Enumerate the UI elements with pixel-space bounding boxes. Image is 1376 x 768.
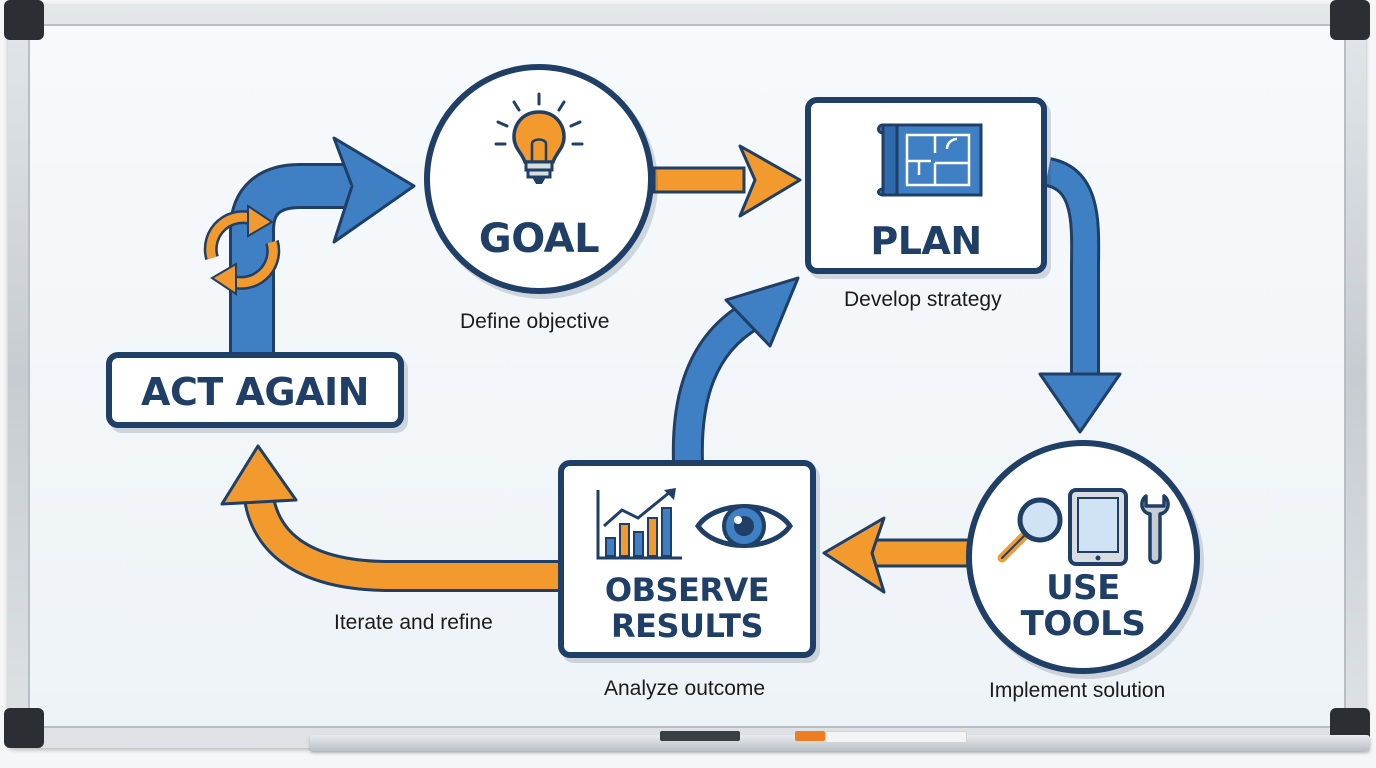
arrow-tools-to-observe — [822, 516, 972, 594]
bar-chart-icon — [596, 488, 682, 560]
wrench-icon — [1140, 494, 1170, 565]
act-again-title: ACT AGAIN — [141, 370, 369, 414]
node-plan: PLAN — [805, 97, 1047, 274]
cycle-arrows-icon — [203, 204, 281, 296]
node-use-tools: USE TOOLS — [966, 440, 1200, 674]
use-tools-title-line2: TOOLS — [1020, 604, 1146, 644]
observe-caption: Analyze outcome — [604, 677, 766, 700]
goal-title: GOAL — [478, 216, 600, 262]
blueprint-icon — [877, 123, 983, 197]
marker-dark — [660, 731, 740, 741]
observe-title-line1: OBSERVE — [604, 571, 770, 609]
node-goal: GOAL — [424, 64, 654, 294]
use-tools-caption: Implement solution — [989, 679, 1166, 702]
observe-title-line2: RESULTS — [611, 607, 764, 645]
lightbulb-icon — [494, 92, 584, 184]
node-observe-results: OBSERVE RESULTS — [558, 460, 816, 658]
use-tools-title-line1: USE — [1046, 568, 1120, 608]
tool-icons — [997, 488, 1170, 566]
node-act-again: ACT AGAIN — [106, 352, 404, 428]
frame-corner-bottom-left — [4, 708, 44, 748]
arrow-observe-to-act-again — [220, 444, 560, 592]
iterate-label: Iterate and refine — [334, 611, 493, 634]
plan-caption: Develop strategy — [844, 288, 1002, 311]
tablet-icon — [1068, 488, 1128, 566]
arrow-plan-to-tools — [1038, 157, 1122, 434]
goal-caption: Define objective — [460, 310, 610, 333]
eye-icon — [694, 504, 794, 548]
arrow-observe-to-plan — [671, 276, 800, 463]
arrow-goal-to-plan — [652, 144, 802, 218]
magnifier-icon — [997, 497, 1063, 563]
frame-corner-top-right — [1330, 0, 1370, 40]
frame-corner-top-left — [4, 0, 44, 40]
marker-tray — [310, 735, 1370, 751]
marker-orange — [795, 731, 825, 741]
plan-title: PLAN — [870, 219, 982, 263]
marker-white — [825, 731, 967, 743]
